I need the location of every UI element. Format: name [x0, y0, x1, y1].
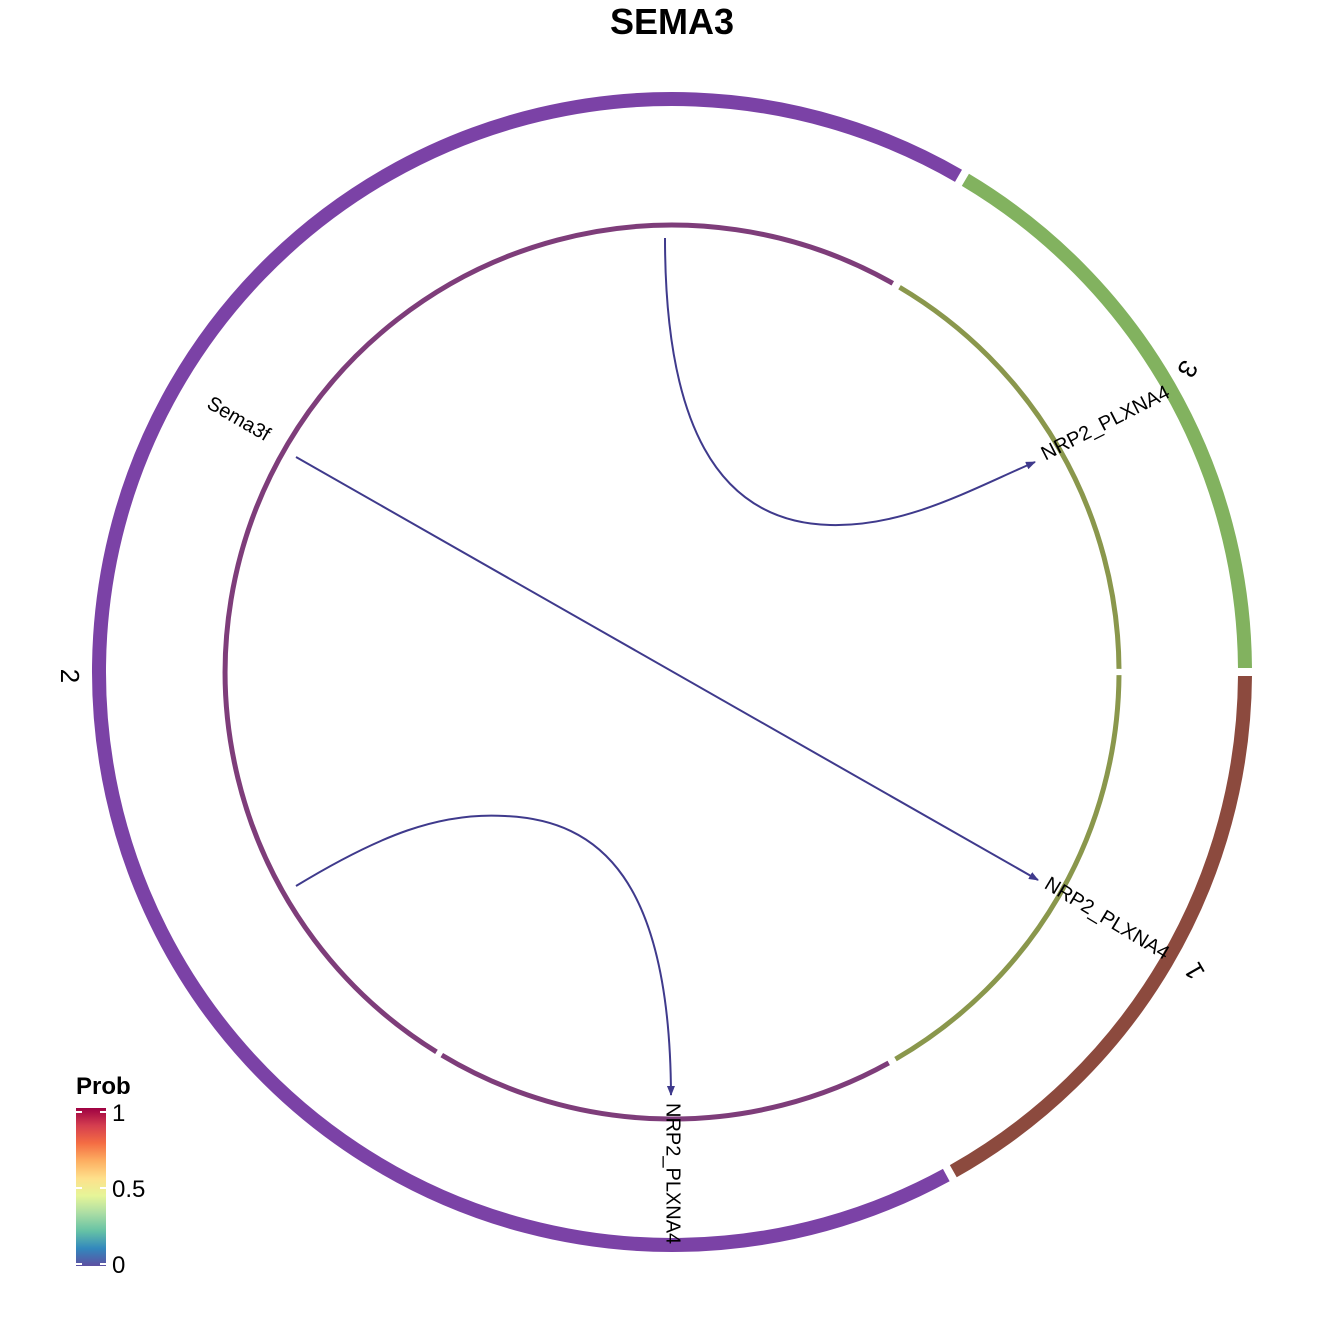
sector-label-3: 3	[1171, 355, 1204, 383]
ligand-label: Sema3f	[203, 392, 274, 446]
legend-tick-0: 0	[112, 1252, 125, 1279]
legend-tick-marks	[76, 1111, 106, 1265]
receptor-label-2: NRP2_PLXNA4	[662, 1103, 684, 1244]
inner-track-2a	[440, 1053, 890, 1122]
chart-title: SEMA3	[609, 1, 735, 42]
receptor-label-1: NRP2_PLXNA4	[1041, 873, 1173, 965]
legend-title: Prob	[76, 1073, 131, 1100]
link-2-to-1	[295, 456, 1039, 881]
link-2-to-2	[295, 814, 675, 1096]
sector-label-1: 1	[1178, 957, 1211, 985]
inner-track-1	[894, 675, 1122, 1062]
receptor-label-3: NRP2_PLXNA4	[1038, 381, 1174, 465]
inner-track-2b	[222, 222, 895, 1055]
inner-track-3	[898, 285, 1122, 669]
sector-track-3	[961, 173, 1252, 669]
prob-legend: Prob 1 0.5 0	[76, 1073, 145, 1279]
link-2-to-3	[664, 237, 1036, 527]
legend-tick-0.5: 0.5	[112, 1176, 145, 1203]
sector-track-1	[949, 675, 1252, 1178]
sector-track-2	[92, 92, 962, 1252]
sector-label-2: 2	[55, 669, 85, 683]
legend-tick-1: 1	[112, 1100, 125, 1127]
